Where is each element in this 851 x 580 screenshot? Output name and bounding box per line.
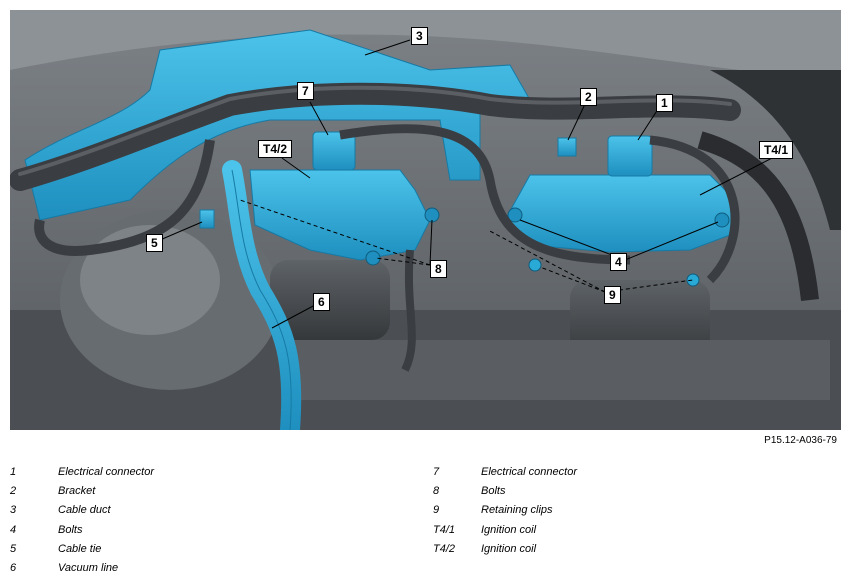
callout-2: 2 (580, 88, 597, 106)
engine-rail (290, 340, 830, 400)
legend-number: 7 (433, 465, 440, 478)
legend-row: 7 Electrical connector (433, 462, 577, 481)
cable-tie-5 (199, 209, 215, 229)
vacuum-line-6-edge (231, 169, 292, 430)
legend-number: 4 (10, 523, 17, 536)
legend-row: T4/2 Ignition coil (433, 539, 577, 558)
legend-text: Retaining clips (481, 504, 553, 517)
connector-1 (607, 135, 653, 177)
main-harness (10, 82, 741, 191)
ignition-coil-t4-2 (249, 169, 431, 261)
callout-t4-2: T4/2 (258, 140, 293, 158)
callout-3: 3 (411, 27, 428, 45)
legend-text: Bolts (481, 484, 506, 497)
legend-text: Cable duct (58, 504, 111, 517)
bolt-4b (714, 212, 730, 228)
legend-text: Ignition coil (481, 542, 537, 555)
legend-number: 8 (433, 484, 440, 497)
callout-6: 6 (313, 293, 330, 311)
leader-lines (159, 39, 779, 329)
engine-drawing (10, 10, 841, 430)
legend-left: 1 Electrical connector 2 Bracket 3 Cable du… (10, 462, 154, 578)
legend-row: 3 Cable duct (10, 501, 154, 520)
right-hose-bundle (710, 70, 841, 230)
legend-text: Electrical connector (58, 465, 154, 478)
legend-row: 6 Vacuum line (10, 558, 154, 577)
legend-number: 5 (10, 542, 17, 555)
main-harness-highlight (18, 85, 732, 176)
clip-9b (686, 273, 700, 287)
legend-text: Ignition coil (481, 523, 537, 536)
legend-text: Bracket (58, 484, 96, 497)
legend-text: Cable tie (58, 542, 102, 555)
legend-row: 5 Cable tie (10, 539, 154, 558)
engine-upper-shadow (10, 10, 841, 80)
bolt-8a (424, 207, 440, 223)
bolt-4a (507, 207, 523, 223)
callout-5: 5 (146, 234, 163, 252)
figure-id: P15.12-A036-79 (764, 435, 837, 446)
engine-illustration: 3 7 2 1 T4/1 T4/2 5 8 4 9 6 (10, 10, 841, 430)
legend-number: 6 (10, 562, 17, 575)
callout-8: 8 (430, 260, 447, 278)
legend-number: T4/1 (433, 523, 456, 536)
legend-number: 1 (10, 465, 17, 478)
legend-text: Vacuum line (58, 562, 119, 575)
hose-middle (339, 124, 631, 265)
callout-1: 1 (656, 94, 673, 112)
bracket-2 (557, 137, 577, 157)
legend-row: 8 Bolts (433, 481, 577, 500)
legend-number: 2 (10, 484, 17, 497)
hose-left-loop (34, 139, 215, 256)
right-hose (697, 131, 819, 301)
callout-t4-1: T4/1 (759, 141, 794, 159)
legend-row: 2 Bracket (10, 481, 154, 500)
connector-7 (312, 131, 356, 171)
legend-number: 3 (10, 504, 17, 517)
timing-housing-highlight (80, 225, 220, 335)
callout-9: 9 (604, 286, 621, 304)
legend-row: 9 Retaining clips (433, 501, 577, 520)
legend-row: 1 Electrical connector (10, 462, 154, 481)
legend-text: Bolts (58, 523, 83, 536)
legend-row: T4/1 Ignition coil (433, 520, 577, 539)
legend-text: Electrical connector (481, 465, 577, 478)
callout-4: 4 (610, 253, 627, 271)
bolt-8b (365, 250, 381, 266)
legend-row: 4 Bolts (10, 520, 154, 539)
legend-number: T4/2 (433, 542, 456, 555)
hose-right (649, 135, 740, 284)
callout-7: 7 (297, 82, 314, 100)
clip-9a (528, 258, 542, 272)
legend-number: 9 (433, 504, 440, 517)
hose-lower (401, 249, 416, 372)
ignition-coil-t4-1 (504, 174, 736, 253)
head-cover-left (270, 260, 390, 340)
legend-right: 7 Electrical connector 8 Bolts 9 Retaining … (433, 462, 577, 558)
